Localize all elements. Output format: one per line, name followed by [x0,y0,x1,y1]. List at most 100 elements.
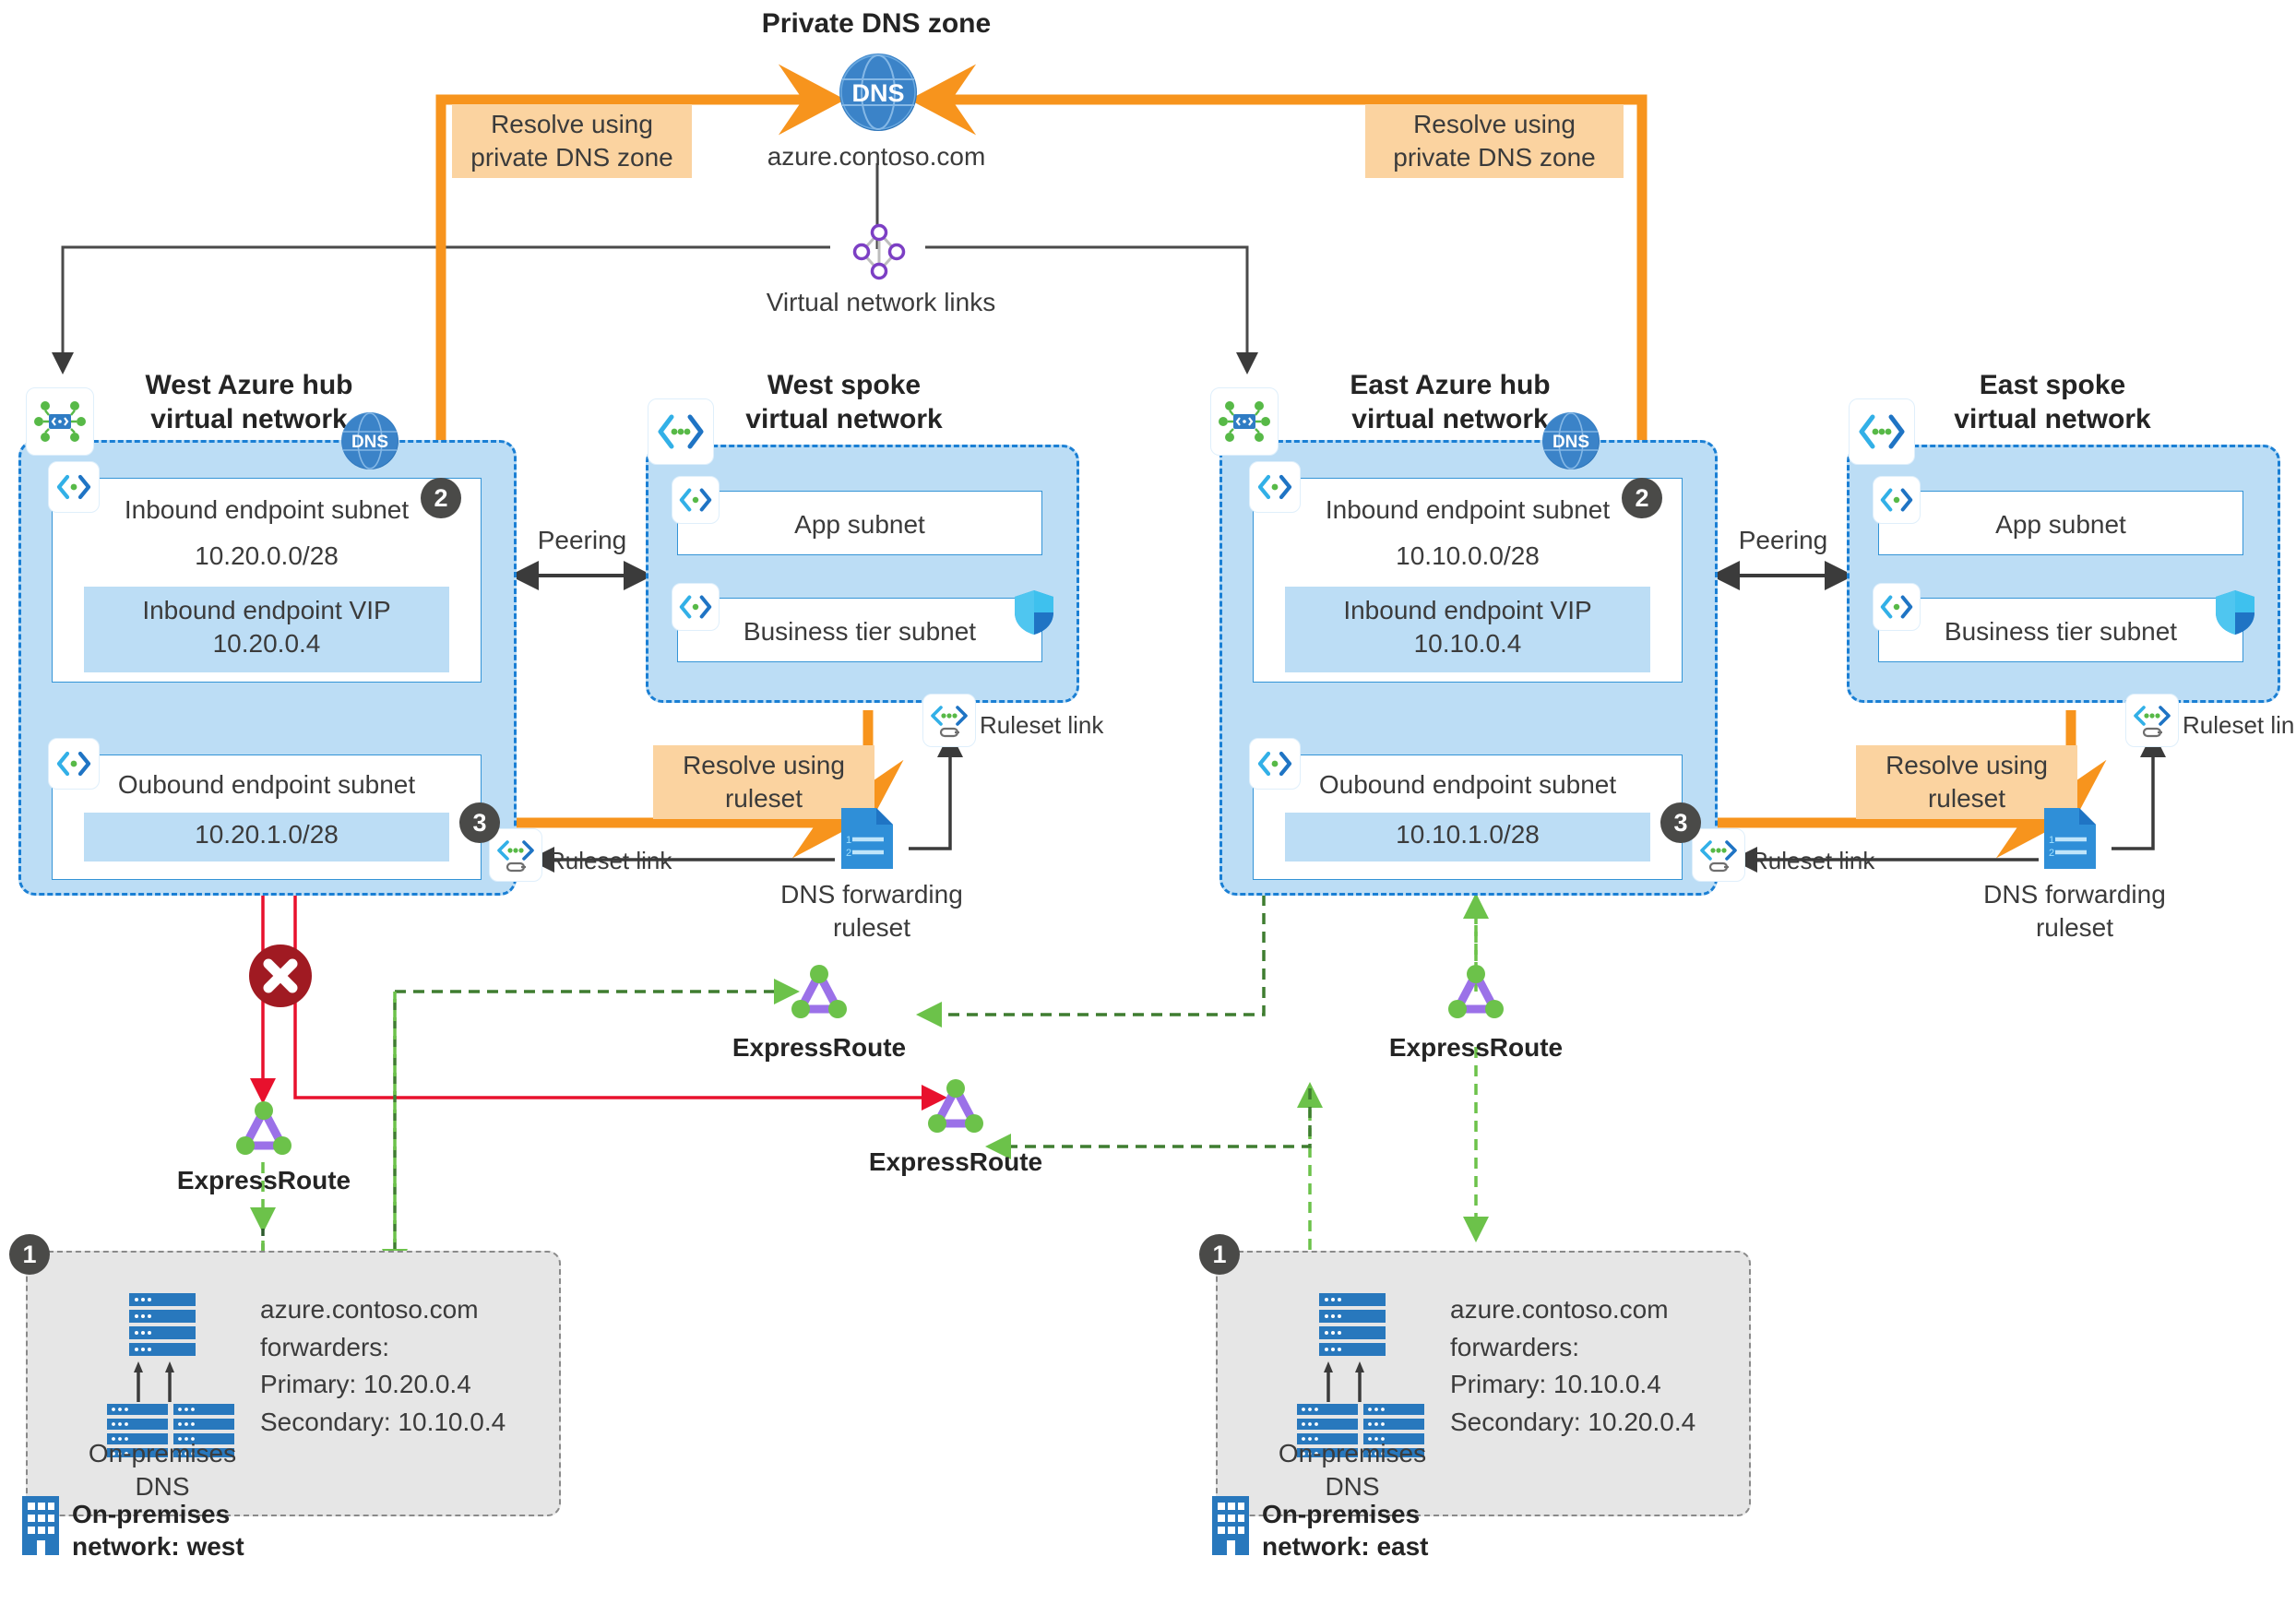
east-hub-ruleset-link-icon [1692,828,1745,882]
onprem-west-building-icon [20,1494,61,1557]
east-spoke-shield-icon [2214,588,2256,636]
east-dns-forwarding-ruleset-label: DNS forwarding ruleset [1983,880,2166,943]
west-spoke-shield-icon [1013,588,1055,636]
expressroute-east-label: ExpressRoute [1388,1033,1564,1062]
onprem-west-dns-label: On-premises DNS [88,1439,237,1502]
onprem-west-box [26,1251,561,1516]
west-spoke-ruleset-link-label: Ruleset link [980,711,1104,739]
west-hub-title: West Azure hub virtual network [145,370,353,434]
callout-resolve-ruleset-west: Resolve using ruleset [653,745,874,819]
east-inbound-vip-address: 10.10.0.4 [1413,629,1522,659]
west-dns-forwarding-ruleset-label: DNS forwarding ruleset [780,880,963,943]
west-peering-label: Peering [537,526,627,554]
callout-resolve-ruleset-east: Resolve using ruleset [1856,745,2077,819]
west-hub-step-badge: 2 [421,478,461,518]
east-hub-ruleset-link-label: Ruleset link [1751,847,1875,874]
west-inbound-vip-box: Inbound endpoint VIP 10.20.0.4 [84,586,449,672]
east-inbound-vip-box: Inbound endpoint VIP 10.10.0.4 [1285,586,1650,672]
east-inbound-subnet-label: Inbound endpoint subnet [1325,495,1611,524]
expressroute-center-top-label: ExpressRoute [732,1033,907,1062]
east-spoke-ruleset-link-label: Ruleset link [2183,711,2296,739]
svg-text:2: 2 [846,848,851,859]
east-inbound-subnet-icon [1249,461,1301,513]
west-inbound-vip-address: 10.20.0.4 [212,629,321,659]
west-spoke-title: West spoke virtual network [745,370,943,434]
west-outbound-cidr: 10.20.1.0/28 [195,820,339,850]
west-outbound-subnet-label: Oubound endpoint subnet [117,770,416,799]
west-spoke-app-subnet-label: App subnet [794,510,925,539]
west-hub-ruleset-link-icon [489,828,542,882]
callout-resolve-private-dns-east: Resolve using private DNS zone [1365,104,1624,178]
virtual-network-links-label: Virtual network links [766,288,996,316]
east-hub-dns-icon: DNS [1542,412,1600,469]
east-outbound-subnet-icon [1249,738,1301,790]
east-spoke-vnet-icon [1849,398,1915,465]
west-spoke-app-subnet: App subnet [677,491,1042,555]
west-hub-dns-icon: DNS [341,412,399,469]
onprem-west-server-icons [72,1291,256,1457]
private-dns-zone-title: Private DNS zone [761,8,992,39]
onprem-east-server-icons [1262,1291,1446,1457]
west-outbound-subnet: Oubound endpoint subnet 10.20.1.0/28 [52,754,482,880]
onprem-east-step-badge: 1 [1199,1234,1240,1275]
west-spoke-app-subnet-icon [672,476,720,524]
expressroute-center-top-icon [786,961,852,1024]
dns-globe-icon: DNS [839,53,917,131]
expressroute-center-low-label: ExpressRoute [868,1147,1043,1176]
west-spoke-ruleset-link-icon [922,694,976,747]
east-inbound-vip-label: Inbound endpoint VIP [1343,595,1592,624]
svg-text:DNS: DNS [1552,433,1589,452]
west-inbound-subnet-label: Inbound endpoint subnet [124,495,410,524]
callout-resolve-private-dns-west: Resolve using private DNS zone [452,104,692,178]
east-spoke-ruleset-link-icon [2125,694,2179,747]
west-spoke-business-subnet-label: Business tier subnet [743,617,977,646]
onprem-west-step-badge: 1 [9,1234,50,1275]
east-spoke-business-subnet-icon [1873,583,1921,631]
east-spoke-app-subnet-icon [1873,476,1921,524]
west-outbound-subnet-icon [48,738,100,790]
east-spoke-title: East spoke virtual network [1954,370,2151,434]
east-peering-label: Peering [1738,526,1828,554]
west-inbound-subnet: Inbound endpoint subnet 10.20.0.0/28 Inb… [52,478,482,683]
west-hub-vnet-icon [26,387,94,456]
east-spoke-business-subnet-label: Business tier subnet [1944,617,2178,646]
onprem-east-building-icon [1210,1494,1251,1557]
svg-text:DNS: DNS [851,79,904,107]
east-inbound-subnet: Inbound endpoint subnet 10.10.0.0/28 Inb… [1253,478,1683,683]
west-spoke-business-subnet: Business tier subnet [677,598,1042,662]
west-outbound-step-badge: 3 [459,802,500,843]
svg-text:1: 1 [2049,835,2054,846]
east-outbound-cidr-box: 10.10.1.0/28 [1285,813,1650,861]
svg-text:DNS: DNS [351,433,388,452]
onprem-east-dns-label: On-premises DNS [1278,1439,1427,1502]
expressroute-west-icon [231,1098,297,1160]
west-inbound-vip-label: Inbound endpoint VIP [142,595,391,624]
west-inbound-subnet-icon [48,461,100,513]
expressroute-center-low-icon [922,1075,989,1138]
onprem-east-network-label: On-premises network: east [1262,1500,1429,1561]
onprem-west-forwarders: azure.contoso.com forwarders: Primary: 1… [260,1295,506,1436]
east-spoke-app-subnet-label: App subnet [1995,510,2126,539]
expressroute-east-icon [1443,961,1509,1024]
west-spoke-business-subnet-icon [672,583,720,631]
onprem-east-box [1216,1251,1751,1516]
private-dns-zone-name: azure.contoso.com [767,142,986,171]
east-spoke-business-subnet: Business tier subnet [1878,598,2243,662]
east-outbound-subnet-label: Oubound endpoint subnet [1318,770,1617,799]
onprem-east-forwarders: azure.contoso.com forwarders: Primary: 1… [1450,1295,1696,1436]
virtual-network-link-icon [847,220,911,284]
west-spoke-vnet-icon [648,398,714,465]
expressroute-west-label: ExpressRoute [176,1166,351,1194]
west-dns-forwarding-ruleset-icon: 1 2 [838,804,897,873]
east-outbound-step-badge: 3 [1660,802,1701,843]
east-dns-forwarding-ruleset-icon: 1 2 [2040,804,2100,873]
east-hub-vnet-icon [1210,387,1279,456]
east-hub-step-badge: 2 [1622,478,1662,518]
east-outbound-subnet: Oubound endpoint subnet 10.10.1.0/28 [1253,754,1683,880]
svg-text:1: 1 [846,835,851,846]
east-spoke-app-subnet: App subnet [1878,491,2243,555]
svg-text:2: 2 [2049,848,2054,859]
west-inbound-cidr: 10.20.0.0/28 [195,541,339,571]
east-outbound-cidr: 10.10.1.0/28 [1396,820,1540,850]
